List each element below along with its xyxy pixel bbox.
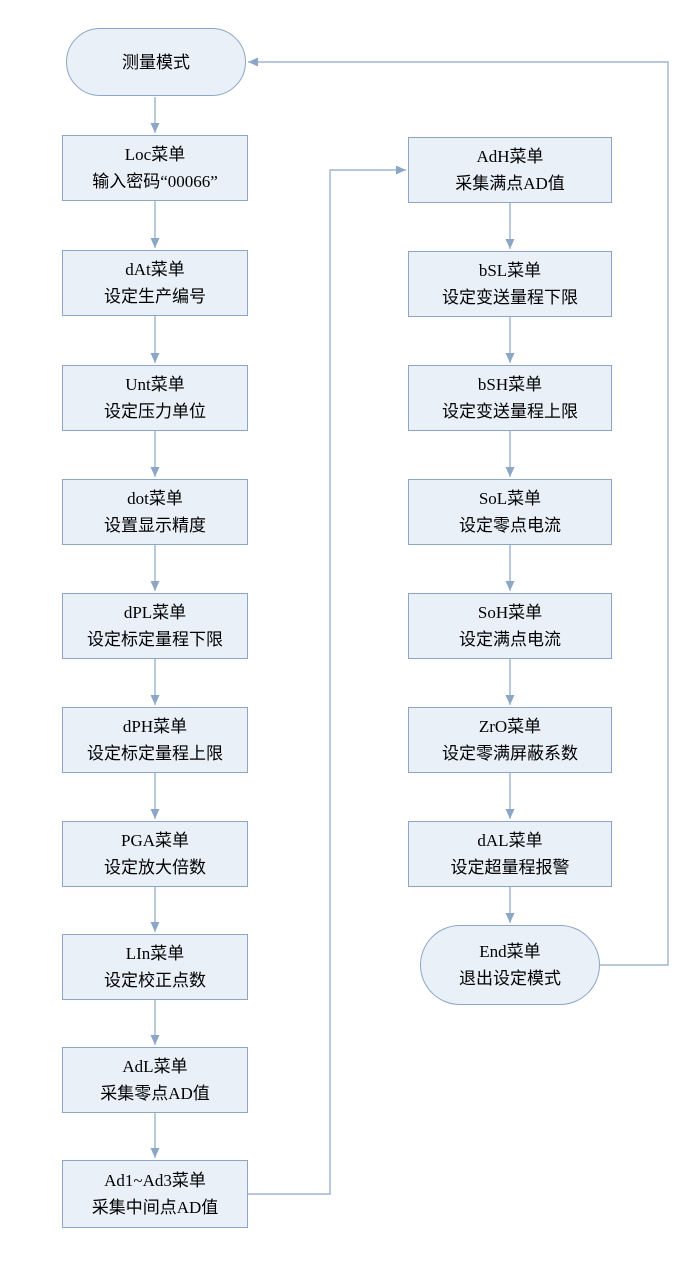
node-subtitle: 设定超量程报警 (450, 858, 570, 877)
node-title: AdH菜单 (476, 147, 544, 166)
node-title: End菜单 (479, 942, 541, 961)
flow-node-ad1-ad3: Ad1~Ad3菜单 采集中间点AD值 (62, 1160, 248, 1228)
node-title: SoH菜单 (477, 603, 543, 622)
node-subtitle: 设定标定量程上限 (87, 744, 223, 763)
node-subtitle: 采集满点AD值 (455, 174, 565, 193)
flow-node-adl: AdL菜单 采集零点AD值 (62, 1047, 248, 1113)
node-title: dAt菜单 (125, 260, 185, 279)
node-title: Ad1~Ad3菜单 (104, 1171, 206, 1190)
flow-node-dot: dot菜单 设置显示精度 (62, 479, 248, 545)
flow-node-dat: dAt菜单 设定生产编号 (62, 250, 248, 316)
flow-node-bsl: bSL菜单 设定变送量程下限 (408, 251, 612, 317)
node-subtitle: 设定压力单位 (104, 402, 206, 421)
node-subtitle: 设定生产编号 (104, 287, 206, 306)
flow-node-dph: dPH菜单 设定标定量程上限 (62, 707, 248, 773)
node-subtitle: 设定零点电流 (459, 516, 561, 535)
flow-node-adh: AdH菜单 采集满点AD值 (408, 137, 612, 203)
node-subtitle: 采集零点AD值 (100, 1084, 210, 1103)
node-subtitle: 设定变送量程下限 (442, 288, 578, 307)
node-title: 测量模式 (122, 52, 190, 72)
node-title: Unt菜单 (125, 375, 185, 394)
node-title: dPL菜单 (123, 603, 187, 622)
node-title: bSL菜单 (478, 261, 542, 280)
node-title: PGA菜单 (120, 831, 189, 850)
flow-node-unt: Unt菜单 设定压力单位 (62, 365, 248, 431)
node-title: bSH菜单 (477, 375, 543, 394)
flow-node-zro: ZrO菜单 设定零满屏蔽系数 (408, 707, 612, 773)
flow-node-bsh: bSH菜单 设定变送量程上限 (408, 365, 612, 431)
node-subtitle: 设定标定量程下限 (87, 630, 223, 649)
node-subtitle: 输入密码“00066” (92, 172, 218, 191)
flow-node-start: 测量模式 (66, 28, 246, 96)
node-subtitle: 采集中间点AD值 (91, 1198, 219, 1217)
flow-node-sol: SoL菜单 设定零点电流 (408, 479, 612, 545)
flow-node-loc: Loc菜单 输入密码“00066” (62, 135, 248, 201)
flow-node-lin: LIn菜单 设定校正点数 (62, 934, 248, 1000)
node-title: SoL菜单 (478, 489, 542, 508)
node-title: dPH菜单 (122, 717, 188, 736)
node-subtitle: 设置显示精度 (104, 516, 206, 535)
node-title: dot菜单 (127, 489, 183, 508)
node-subtitle: 设定满点电流 (459, 630, 561, 649)
connector-left-to-right (248, 165, 406, 1195)
node-subtitle: 退出设定模式 (459, 969, 561, 988)
node-subtitle: 设定零满屏蔽系数 (442, 744, 578, 763)
node-title: ZrO菜单 (478, 717, 542, 736)
flow-node-soh: SoH菜单 设定满点电流 (408, 593, 612, 659)
node-title: Loc菜单 (124, 145, 186, 164)
flow-node-dal: dAL菜单 设定超量程报警 (408, 821, 612, 887)
flow-node-end: End菜单 退出设定模式 (420, 925, 600, 1005)
node-subtitle: 设定放大倍数 (104, 858, 206, 877)
flow-node-dpl: dPL菜单 设定标定量程下限 (62, 593, 248, 659)
node-title: AdL菜单 (122, 1057, 188, 1076)
node-title: LIn菜单 (125, 944, 185, 963)
flow-node-pga: PGA菜单 设定放大倍数 (62, 821, 248, 887)
node-subtitle: 设定变送量程上限 (442, 402, 578, 421)
node-subtitle: 设定校正点数 (104, 971, 206, 990)
node-title: dAL菜单 (477, 831, 543, 850)
